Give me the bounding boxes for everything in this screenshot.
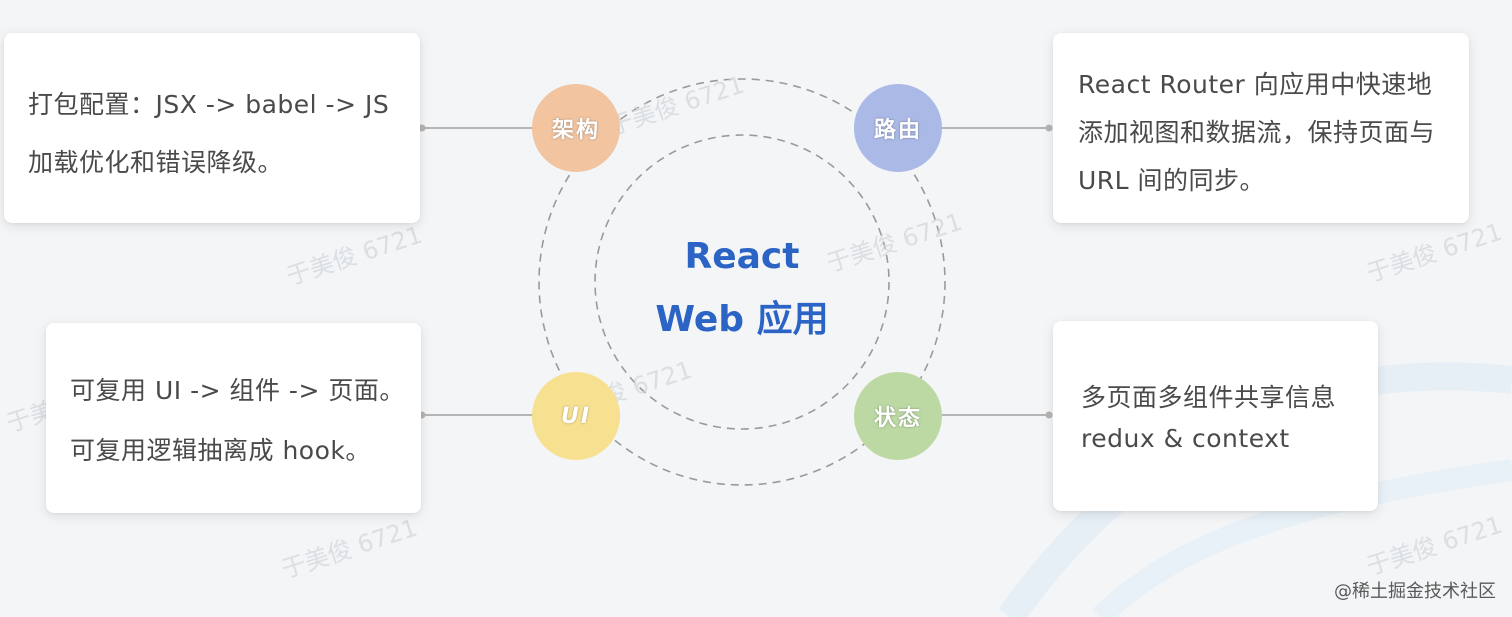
hub-title-line1: React: [684, 236, 800, 277]
connector-dot-routing: [1045, 124, 1053, 132]
card-routing: React Router 向应用中快速地 添加视图和数据流，保持页面与 URL …: [1053, 33, 1469, 223]
background-swoosh-2: [1092, 459, 1512, 617]
card-architecture-line2: 加载优化和错误降级。: [28, 148, 284, 177]
watermark-8: 于美俊 6721: [1363, 218, 1505, 288]
node-routing: 路由: [854, 84, 942, 172]
card-state-line2: redux & context: [1081, 424, 1290, 453]
connector-dot-state: [1045, 411, 1053, 419]
connector-dot-architecture: [418, 124, 426, 132]
card-routing-line3: URL 间的同步。: [1078, 166, 1266, 195]
watermark-9: 于美俊 6721: [278, 514, 420, 584]
card-architecture-line1: 打包配置：JSX -> babel -> JS: [28, 90, 390, 119]
inner-orbit: [594, 134, 890, 430]
platform-credit: @稀土掘金技术社区: [1334, 581, 1496, 602]
card-state-line1: 多页面多组件共享信息: [1081, 383, 1337, 412]
node-state-label: 状态: [873, 406, 922, 431]
node-architecture: 架构: [532, 84, 620, 172]
card-architecture: 打包配置：JSX -> babel -> JS 加载优化和错误降级。: [4, 33, 420, 223]
node-architecture-label: 架构: [551, 118, 600, 143]
outer-orbit: [538, 78, 946, 486]
card-ui: 可复用 UI -> 组件 -> 页面。 可复用逻辑抽离成 hook。: [46, 323, 421, 513]
watermark-3: 于美俊 6721: [605, 71, 747, 141]
node-ui-label: UI: [560, 403, 592, 429]
node-routing-label: 路由: [873, 118, 922, 143]
card-state: 多页面多组件共享信息 redux & context: [1053, 321, 1378, 511]
card-routing-line1: React Router 向应用中快速地: [1078, 70, 1433, 99]
watermark-10: 于美俊 6721: [1363, 511, 1505, 581]
card-ui-line1: 可复用 UI -> 组件 -> 页面。: [70, 376, 405, 405]
card-routing-line2: 添加视图和数据流，保持页面与: [1078, 118, 1436, 147]
hub-title-line2: Web 应用: [655, 299, 829, 340]
watermark-2: 于美俊 6721: [283, 221, 425, 291]
node-ui: UI: [532, 372, 620, 460]
node-state: 状态: [854, 372, 942, 460]
card-ui-line2: 可复用逻辑抽离成 hook。: [70, 436, 371, 465]
